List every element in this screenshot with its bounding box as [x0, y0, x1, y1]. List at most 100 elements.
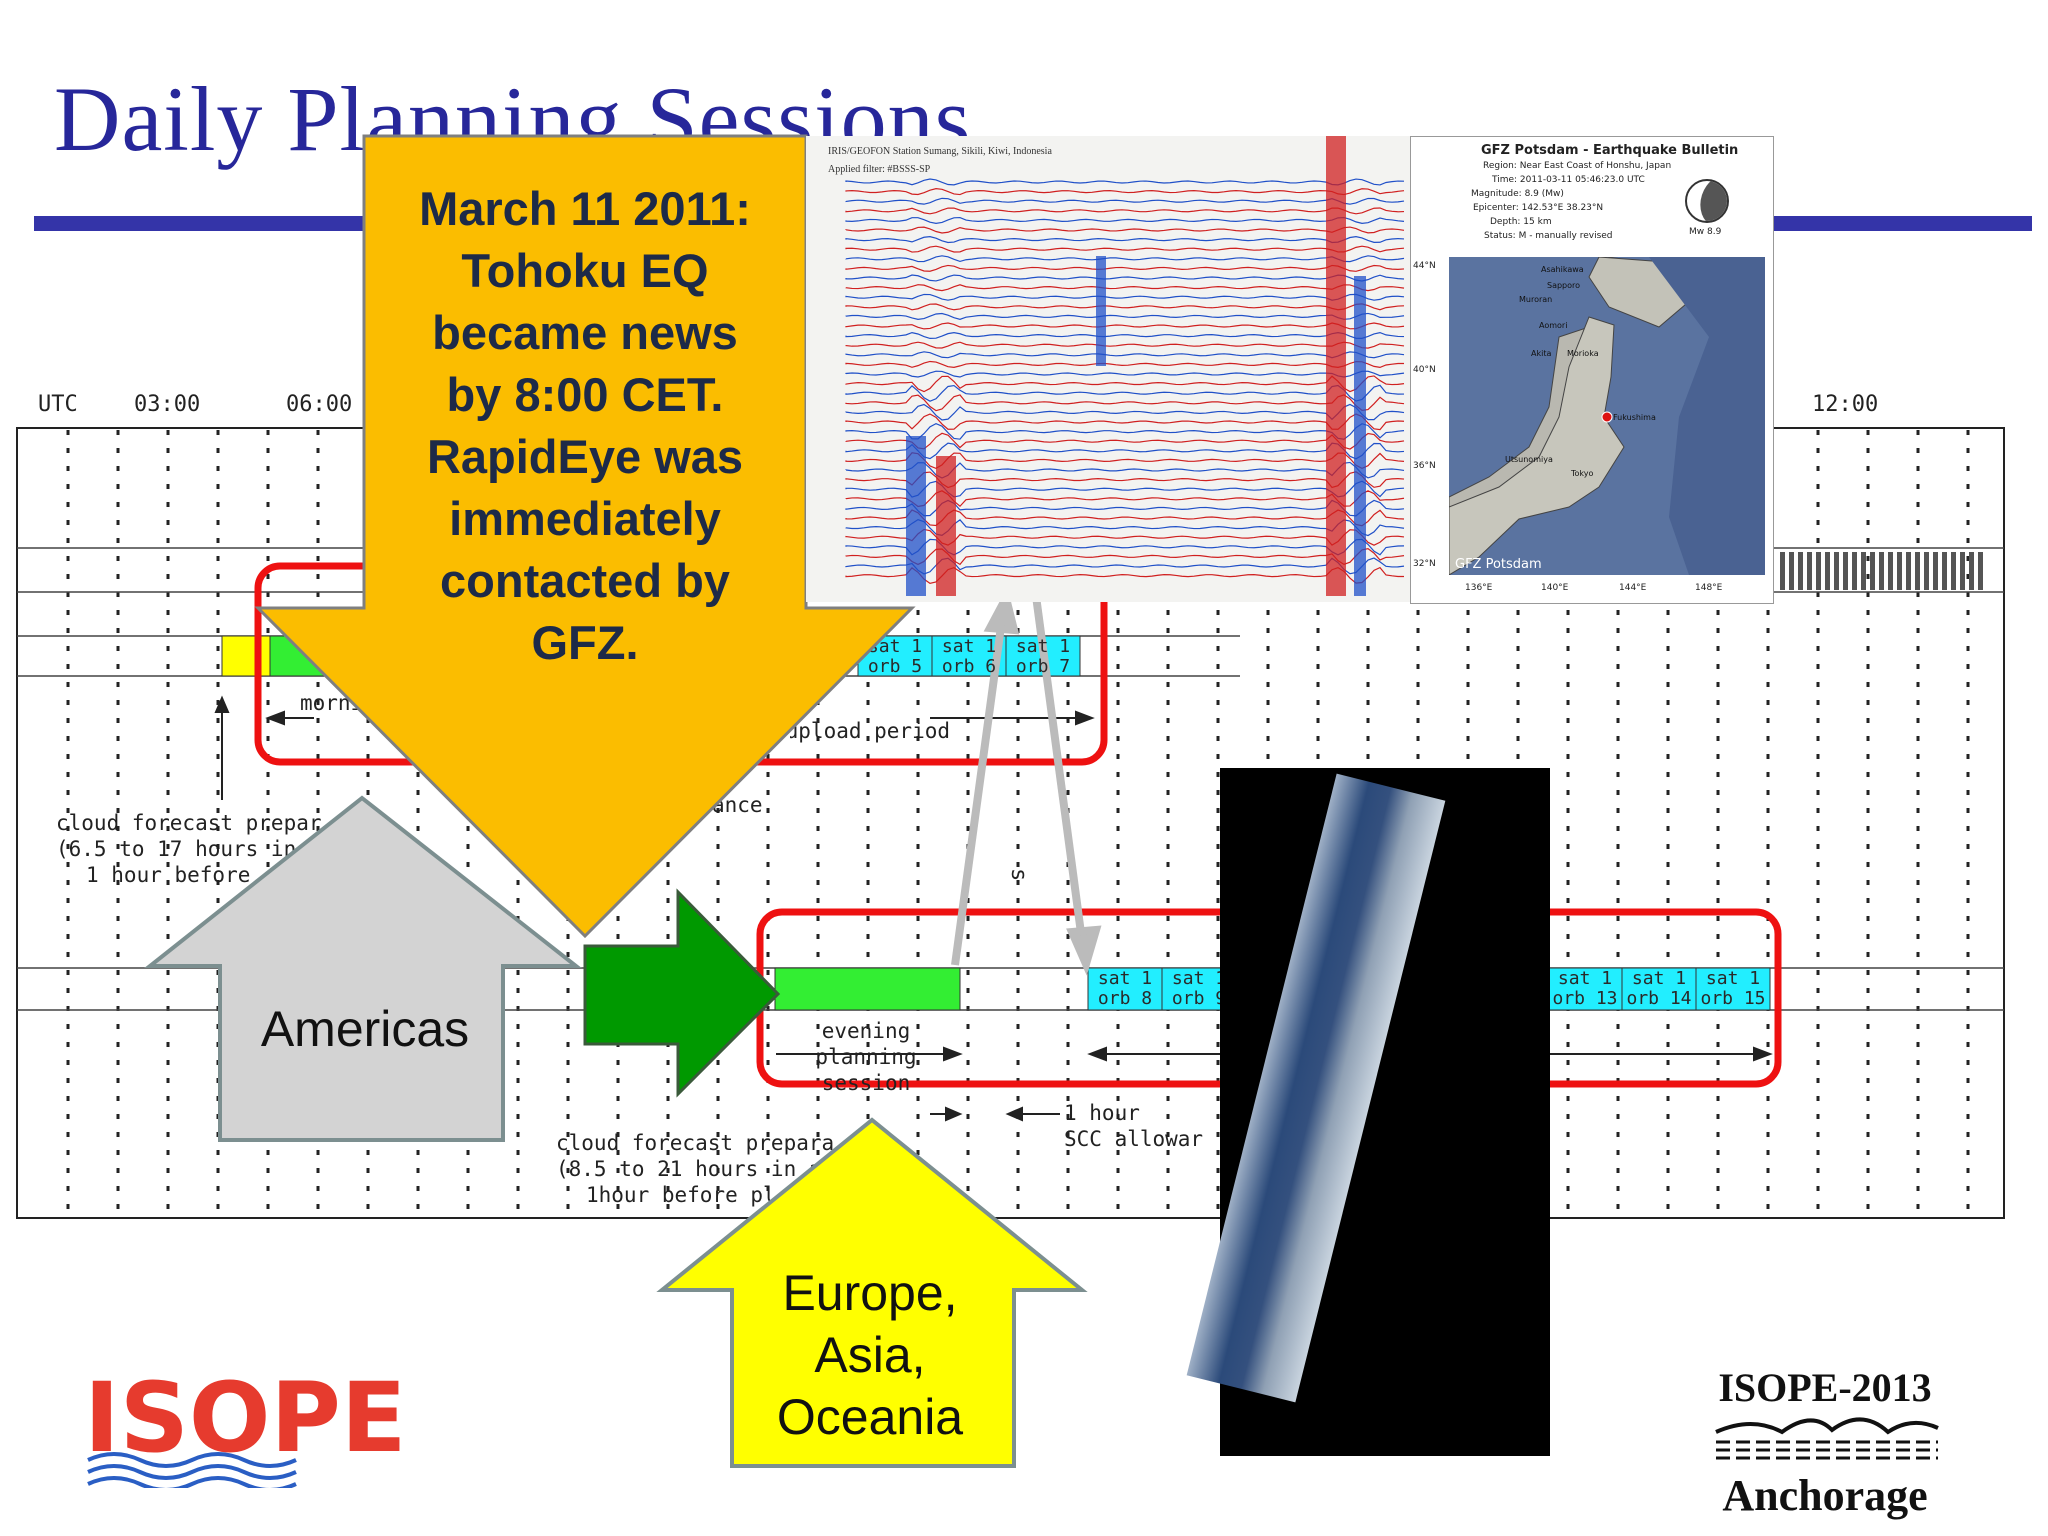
stripe-tick — [1924, 552, 1929, 590]
time-0300-label: 03:00 — [134, 392, 201, 417]
city-label: Akita — [1531, 349, 1552, 358]
seismic-burst — [906, 436, 926, 596]
lon-label: 148°E — [1695, 583, 1723, 593]
seismic-trace — [845, 519, 1405, 537]
seismic-trace — [845, 403, 1405, 421]
city-label: Sapporo — [1547, 281, 1581, 290]
seismic-trace — [845, 178, 1405, 186]
seismic-trace — [845, 188, 1405, 196]
lon-label: 136°E — [1465, 583, 1493, 593]
bulletin-region: Region: Near East Coast of Honshu, Japan — [1483, 161, 1672, 171]
stripe-tick — [1807, 552, 1812, 590]
stripe-tick — [1861, 552, 1866, 590]
americas-arrow-shape — [144, 795, 582, 1142]
seismic-trace — [845, 322, 1405, 330]
stripe-tick — [1978, 552, 1983, 590]
seismic-trace — [845, 375, 1405, 393]
bulletin-time: Time: 2011-03-11 05:46:23.0 UTC — [1492, 175, 1645, 185]
stripe-tick — [1834, 552, 1839, 590]
seismogram-header: IRIS/GEOFON Station Sumang, Sikili, Kiwi… — [828, 146, 1052, 157]
stripe-tick — [1780, 552, 1785, 590]
bulletin-footer: GFZ Potsdam — [1455, 557, 1542, 572]
europe-asia-oceania-label: Europe,Asia,Oceania — [776, 1265, 964, 1445]
seismic-trace — [845, 394, 1405, 412]
stripe-tick — [1798, 552, 1803, 590]
seismic-trace — [845, 452, 1405, 470]
seismic-trace — [845, 490, 1405, 508]
seismic-trace — [845, 461, 1405, 479]
time-1200-label: 12:00 — [1812, 392, 1879, 417]
city-label: Muroran — [1519, 295, 1553, 304]
stripe-tick — [1870, 552, 1875, 590]
seismic-trace — [845, 413, 1405, 431]
lat-label: 44°N — [1413, 261, 1436, 271]
seismic-trace — [845, 557, 1405, 575]
seismic-trace — [845, 341, 1405, 349]
svg-text:s: s — [1006, 868, 1031, 881]
location-label: Anchorage — [1722, 1471, 1928, 1520]
stripe-tick — [1960, 552, 1965, 590]
stripe-tick — [1843, 552, 1848, 590]
isope-waves-icon — [87, 1452, 297, 1488]
stripe-tick — [1897, 552, 1902, 590]
stripe-tick — [1816, 552, 1821, 590]
japan-map: GFZ Potsdam Asahikawa Sapporo Muroran Ao… — [1449, 257, 1765, 575]
conference-label: ISOPE-2013 — [1718, 1365, 1932, 1410]
bulletin-title: GFZ Potsdam - Earthquake Bulletin — [1481, 143, 1739, 158]
green-arrow-shape — [583, 888, 781, 1098]
bulletin-depth: Depth: 15 km — [1490, 217, 1552, 227]
stripe-tick — [1915, 552, 1920, 590]
stripe-tick — [1888, 552, 1893, 590]
seismic-trace — [845, 236, 1405, 244]
conference-waves-icon — [1715, 1417, 1939, 1460]
seismic-trace — [845, 499, 1405, 517]
americas-label: Americas — [260, 1001, 470, 1057]
city-label: Utsunomiya — [1505, 455, 1553, 464]
lat-label: 36°N — [1413, 461, 1436, 471]
seismic-trace — [845, 264, 1405, 272]
seismic-trace — [845, 226, 1405, 234]
seismic-trace — [845, 331, 1405, 340]
stripe-tick — [1969, 552, 1974, 590]
stripe-tick — [1951, 552, 1956, 590]
seismic-trace — [845, 432, 1405, 450]
seismic-burst — [1096, 256, 1106, 366]
seismic-trace — [845, 216, 1405, 225]
seismic-trace — [845, 312, 1405, 320]
time-0600-label: 06:00 — [286, 392, 353, 417]
lon-label: 140°E — [1541, 583, 1569, 593]
stripe-tick — [1906, 552, 1911, 590]
seismic-trace — [845, 566, 1405, 585]
city-label: Tokyo — [1571, 469, 1594, 478]
bulletin-epicenter: Epicenter: 142.53°E 38.23°N — [1473, 203, 1604, 213]
yellow-bar — [221, 635, 271, 677]
isope-logo-text: ISOPE — [84, 1362, 407, 1474]
city-label: Asahikawa — [1541, 265, 1584, 274]
seismic-trace — [845, 370, 1405, 378]
row2-cyan-bar-b — [1547, 967, 1771, 1011]
earthquake-bulletin: GFZ Potsdam - Earthquake Bulletin Region… — [1410, 136, 1774, 604]
seismic-trace — [845, 197, 1405, 205]
city-label: Aomori — [1539, 321, 1568, 330]
seismic-trace — [845, 207, 1405, 215]
city-label: Fukushima — [1613, 413, 1656, 422]
seismic-trace — [845, 442, 1405, 460]
seismogram-filter: Applied filter: #BSSS-SP — [828, 164, 931, 175]
seismic-trace — [845, 548, 1405, 566]
lat-label: 40°N — [1413, 365, 1436, 375]
bulletin-mw: Mw 8.9 — [1689, 227, 1722, 237]
seismic-trace — [845, 538, 1405, 556]
seismogram-image: IRIS/GEOFON Station Sumang, Sikili, Kiwi… — [806, 136, 1410, 602]
evening-green-bar — [774, 967, 961, 1011]
stripe-tick — [1879, 552, 1884, 590]
lon-label: 144°E — [1619, 583, 1647, 593]
seismic-trace — [845, 471, 1405, 489]
satellite-image — [1186, 768, 1550, 1456]
